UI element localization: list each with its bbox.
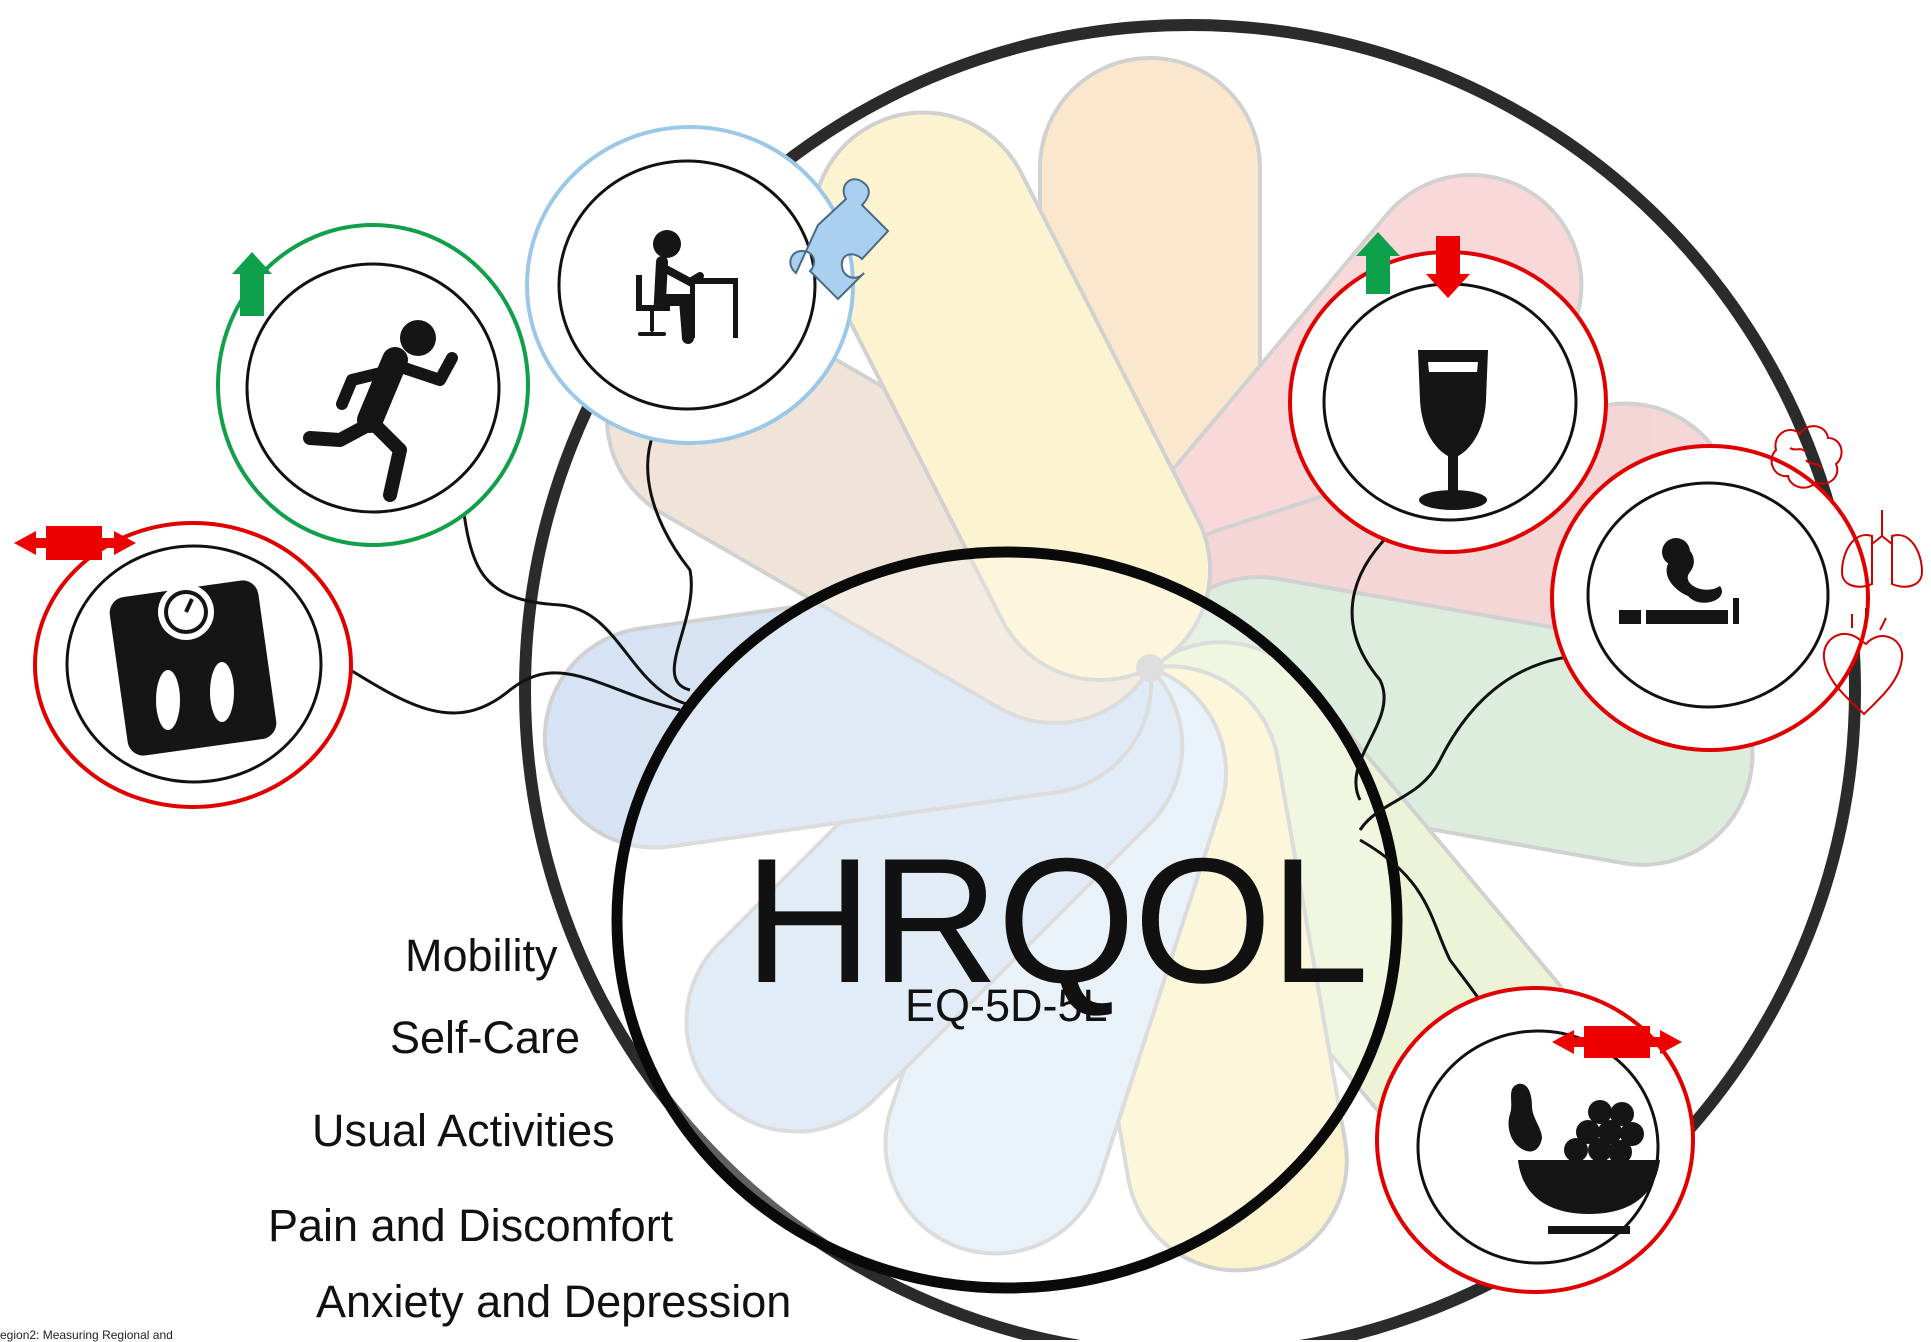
- bidirectional-arrow-icon: [14, 526, 136, 560]
- running-person-icon: [303, 320, 458, 502]
- lungs-icon: [1840, 510, 1924, 588]
- dimension-self-care: Self-Care: [390, 1012, 581, 1063]
- down-arrow-icon: [1426, 236, 1470, 298]
- puzzle-piece-icon: [789, 178, 890, 301]
- weighing-scale-icon: [109, 580, 277, 756]
- factor-body-weight: [14, 521, 353, 809]
- dimension-anxiety-depression: Anxiety and Depression: [316, 1276, 792, 1327]
- caption: egion2: Measuring Regional and: [0, 1328, 173, 1342]
- up-arrow-icon: [1356, 232, 1400, 294]
- outer-ring: [519, 19, 1861, 1340]
- organ-icons: [1770, 425, 1924, 716]
- heart-icon: [1822, 608, 1904, 716]
- factor-physical-activity: [216, 223, 530, 547]
- fruit-bowl-icon: [1508, 1083, 1660, 1234]
- wine-glass-icon: [1418, 350, 1488, 510]
- cigarette-icon: [1619, 538, 1739, 624]
- dimension-usual-activities: Usual Activities: [312, 1105, 615, 1156]
- factor-smoking: [1550, 425, 1924, 752]
- flower-petals: [542, 56, 1755, 1273]
- bidirectional-arrow-icon: [1552, 1026, 1682, 1058]
- up-arrow-icon: [232, 252, 272, 316]
- brain-icon: [1770, 425, 1843, 489]
- factor-sedentary-work: [525, 125, 890, 445]
- person-at-desk-icon: [636, 230, 738, 344]
- hrqol-circle: [611, 546, 1403, 1294]
- hrqol-subtitle: EQ-5D-5L: [905, 980, 1108, 1031]
- hrqol-title: HRQOL: [744, 821, 1369, 1020]
- dimension-pain-discomfort: Pain and Discomfort: [268, 1200, 674, 1251]
- dimension-mobility: Mobility: [405, 930, 558, 981]
- factor-alcohol: [1288, 232, 1608, 554]
- factor-diet: [1375, 986, 1695, 1294]
